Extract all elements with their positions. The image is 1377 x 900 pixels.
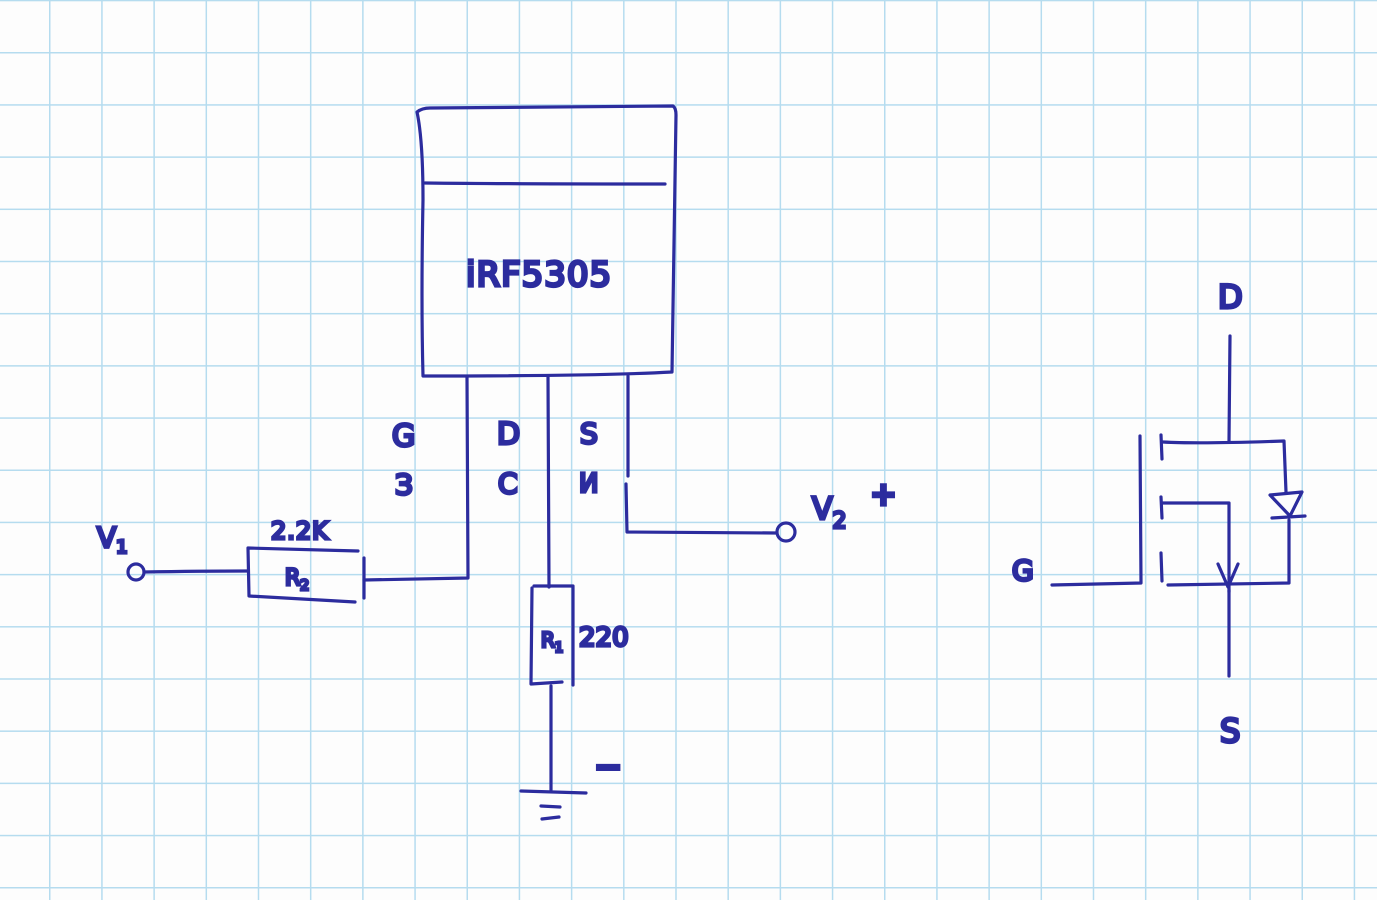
output-terminal-v2[interactable] [775,521,797,543]
chip-tab-divider [423,181,667,186]
source-lead [624,374,778,535]
pin-label-g-alt: З [395,468,413,501]
mosfet-drain-label: D [1218,278,1243,316]
r1-value: 220 [579,623,629,653]
pin-label-d: D [497,417,520,452]
input-terminal-label: V1 [97,521,128,558]
ground-symbol [519,789,588,821]
mosfet-gate-lead [1050,434,1143,587]
input-terminal-v1[interactable] [126,562,146,582]
r1-name: R [541,628,555,652]
r2-label: R2 [285,566,309,594]
pin-label-s-alt: И [579,469,598,499]
ground-polarity: − [594,747,623,787]
r2-name: R [285,566,300,591]
input-terminal-letter: V [97,521,116,554]
mosfet-gate-label: G [1012,554,1034,587]
mosfet-source-connection [1166,518,1291,587]
output-terminal-label: V2 [812,492,847,534]
r2-value: 2.2K [271,517,329,545]
mosfet-drain-lead [1227,334,1232,444]
input-wire [142,569,249,574]
mosfet-source-label: S [1220,712,1240,750]
output-polarity: + [870,475,897,513]
r1-label: R1 [541,628,563,656]
drain-lead [546,375,551,589]
chip-body-outline [415,104,678,378]
output-terminal-subscript: 2 [833,509,847,534]
resistor-r2 [246,546,366,604]
r2-subscript: 2 [300,578,309,594]
chip-part-number: iRF5305 [466,255,612,295]
pin-label-s: S [580,417,598,450]
mosfet-body-connection [1161,501,1231,594]
pin-label-g: G [392,419,415,454]
output-terminal-letter: V [812,492,833,527]
mosfet-symbol [1050,334,1307,678]
input-terminal-subscript: 1 [116,537,127,558]
mosfet-channel-segments [1159,433,1164,583]
gate-lead [362,375,470,582]
body-diode-icon [1268,490,1307,520]
chip-package: iRF5305 [415,104,678,378]
resistor-r1 [529,584,575,687]
mosfet-drain-connection [1161,439,1288,494]
mosfet-arrow-icon [1216,562,1240,589]
r1-subscript: 1 [555,641,563,656]
pin-label-d-alt: C [498,467,518,500]
